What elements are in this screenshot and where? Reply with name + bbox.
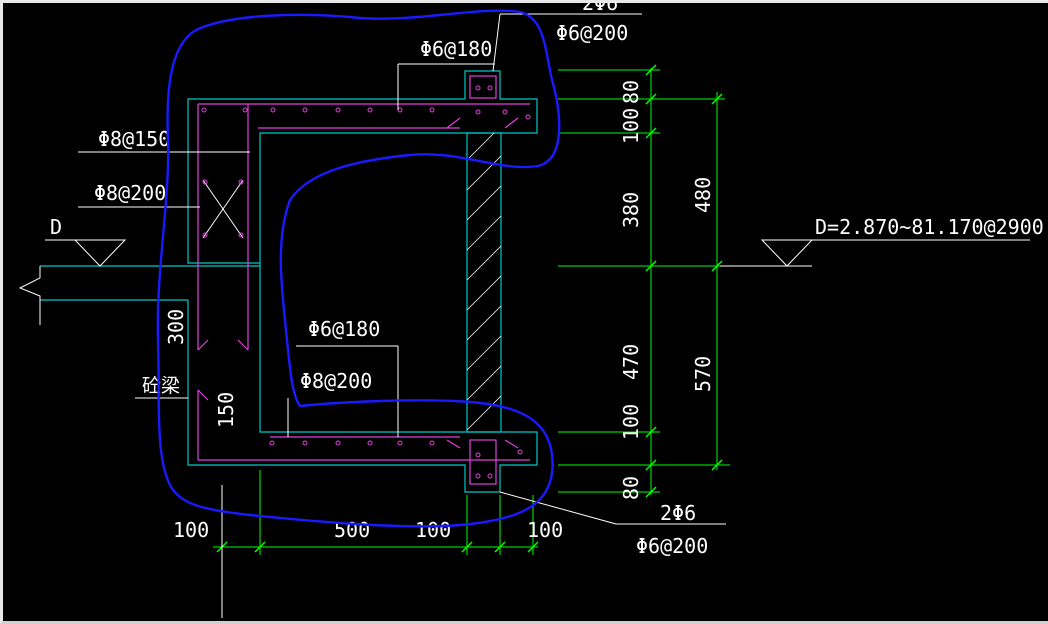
dim-v-470: 470	[619, 344, 643, 380]
label-elevation-right: D=2.870~81.170@2900	[815, 215, 1044, 239]
dim-h-500: 500	[334, 518, 370, 542]
label-top-corner-bars: 2Φ6	[582, 0, 618, 15]
label-bottom-corner-bars: 2Φ6	[660, 501, 696, 525]
label-bottom-bar: Φ8@200	[300, 369, 372, 393]
wall-lower-outline	[187, 263, 538, 493]
markup-outline	[156, 9, 561, 528]
rebar-lines	[197, 75, 530, 485]
wall-cross-mark	[202, 179, 244, 239]
dim-h-100-right: 100	[527, 518, 563, 542]
leader-lines	[18, 13, 1030, 618]
dim-h-100-mid: 100	[415, 518, 451, 542]
dim-v-480: 480	[691, 177, 715, 213]
dim-wall-300: 300	[164, 309, 188, 345]
dim-h-100-left: 100	[173, 518, 209, 542]
dim-v-100-bottom: 100	[619, 404, 643, 440]
dim-v-570: 570	[691, 356, 715, 392]
rebar-dots	[201, 85, 531, 479]
structure-outline	[40, 70, 538, 493]
dim-v-100-top: 100	[619, 108, 643, 144]
label-bottom-slab-rebar: Φ6@180	[308, 317, 380, 341]
dim-v-80-top: 80	[619, 80, 643, 104]
dim-v-80-bottom: 80	[619, 476, 643, 500]
label-top-slab-rebar: Φ6@180	[420, 37, 492, 61]
dim-wall-150: 150	[214, 392, 238, 428]
dim-v-380: 380	[619, 192, 643, 228]
labels: 2Φ6 Φ6@200 Φ6@180 Φ8@150 Φ8@200 D D=2.87…	[50, 0, 1044, 558]
label-bottom-stirrup: Φ6@200	[636, 534, 708, 558]
label-wall-stirrup-b: Φ8@200	[94, 181, 166, 205]
infill-hatch	[466, 132, 502, 431]
label-elevation-left: D	[50, 215, 62, 239]
label-beam: 砼梁	[142, 375, 180, 397]
infill-wall	[466, 132, 502, 433]
label-wall-stirrup-a: Φ8@150	[98, 127, 170, 151]
label-top-stirrup: Φ6@200	[556, 21, 628, 45]
